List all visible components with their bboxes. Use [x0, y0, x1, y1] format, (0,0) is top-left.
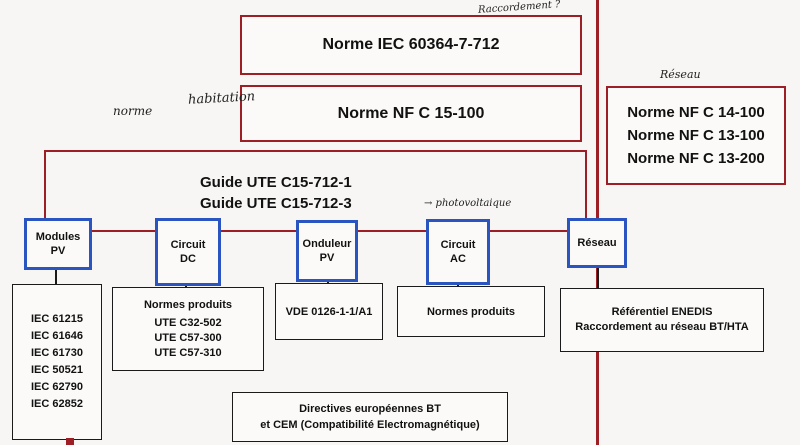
guide-frame-left — [44, 150, 46, 218]
handwritten-photovoltaique: → photovoltaique — [424, 198, 512, 209]
chain-modules-line1: Modules — [35, 231, 81, 243]
chain-reseau-line1: Réseau — [577, 237, 617, 249]
modules-std-1: IEC 61215 — [31, 313, 83, 325]
guide-1: Guide UTE C15-712-1 — [200, 174, 352, 191]
stub-reseau — [597, 267, 599, 289]
norm-iec-60364-box: Norme IEC 60364-7-712 — [240, 15, 582, 75]
dc-std-4: UTE C57-310 — [154, 346, 222, 359]
guides-title: Guide UTE C15-712-1 Guide UTE C15-712-3 — [200, 172, 430, 214]
handwritten-reseau: Réseau — [660, 68, 701, 81]
onduleur-std-1: VDE 0126-1-1/A1 — [285, 305, 373, 318]
modules-std-6: IEC 62852 — [31, 398, 83, 410]
dc-std-3: UTE C57-300 — [154, 331, 222, 344]
reseau-norm-2: Norme NF C 13-100 — [627, 127, 765, 144]
stub-onduleur — [327, 280, 329, 284]
guide-frame-top — [44, 150, 587, 152]
reseau-std-2: Raccordement au réseau BT/HTA — [575, 321, 749, 333]
reseau-norms-box: Norme NF C 14-100 Norme NF C 13-100 Norm… — [606, 86, 786, 185]
dc-std-1: Normes produits — [143, 298, 232, 311]
corner-fragment — [66, 438, 74, 445]
modules-std-3: IEC 61730 — [31, 347, 83, 359]
chain-reseau: Réseau — [567, 218, 627, 268]
chain-circuit-ac: Circuit AC — [426, 219, 490, 285]
modules-standards-box: IEC 61215 IEC 61646 IEC 61730 IEC 50521 … — [12, 284, 102, 440]
stub-ac — [457, 283, 459, 287]
chain-modules-line2: PV — [50, 245, 66, 257]
chain-circuit-dc: Circuit DC — [155, 218, 221, 286]
ac-std-1: Normes produits — [426, 305, 515, 318]
reseau-standards-box: Référentiel ENEDIS Raccordement au résea… — [560, 288, 764, 352]
directives-line-2: et CEM (Compatibilité Electromagnétique) — [260, 419, 480, 431]
reseau-norm-3: Norme NF C 13-200 — [627, 150, 765, 167]
modules-std-4: IEC 50521 — [31, 364, 83, 376]
chain-onduleur-pv: Onduleur PV — [296, 220, 358, 282]
modules-std-5: IEC 62790 — [31, 381, 83, 393]
guide-2: Guide UTE C15-712-3 — [200, 195, 352, 212]
circuit-dc-standards-box: Normes produits UTE C32-502 UTE C57-300 … — [112, 287, 264, 371]
chain-ac-line1: Circuit — [440, 239, 476, 251]
norm-nf-c-15100-box: Norme NF C 15-100 — [240, 85, 582, 142]
stub-modules — [55, 268, 57, 285]
guide-frame-right — [585, 150, 587, 218]
reseau-std-1: Référentiel ENEDIS — [611, 306, 713, 318]
chain-dc-line1: Circuit — [170, 239, 206, 251]
chain-onduleur-line1: Onduleur — [302, 238, 352, 250]
chain-dc-line2: DC — [180, 253, 196, 265]
onduleur-standards-box: VDE 0126-1-1/A1 — [275, 283, 383, 340]
dc-std-2: UTE C32-502 — [154, 316, 222, 329]
circuit-ac-standards-box: Normes produits — [397, 286, 545, 337]
modules-std-2: IEC 61646 — [31, 330, 83, 342]
handwritten-raccordement: Raccordement ? — [477, 0, 561, 16]
stub-dc — [185, 284, 187, 288]
directives-box: Directives européennes BT et CEM (Compat… — [232, 392, 508, 442]
reseau-norm-1: Norme NF C 14-100 — [627, 104, 765, 121]
chain-modules-pv: Modules PV — [24, 218, 92, 270]
norm-iec-60364-label: Norme IEC 60364-7-712 — [322, 36, 500, 53]
chain-onduleur-line2: PV — [319, 252, 335, 264]
chain-ac-line2: AC — [450, 253, 466, 265]
handwritten-norme: norme — [113, 104, 153, 118]
norm-nf-c-15100-label: Norme NF C 15-100 — [337, 104, 485, 122]
directives-line-1: Directives européennes BT — [299, 403, 441, 415]
